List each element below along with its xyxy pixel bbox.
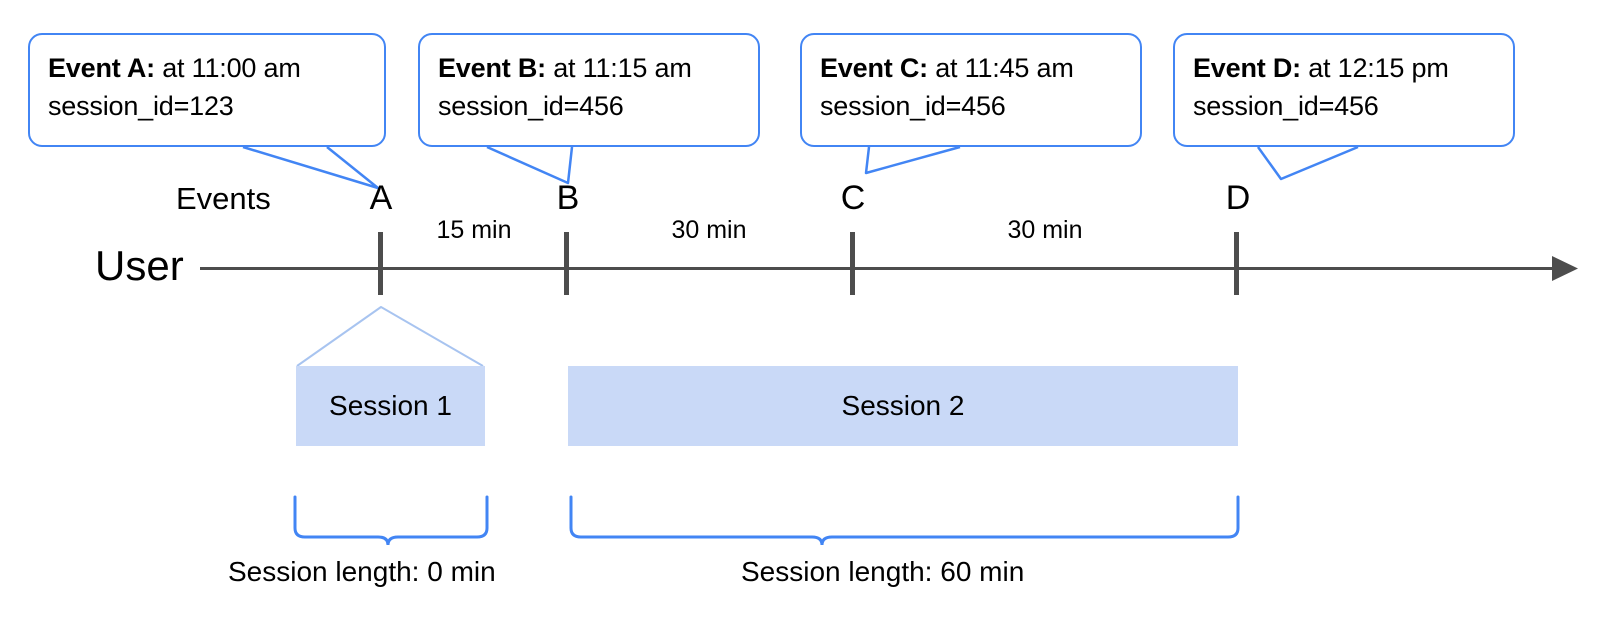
- event-letter-d: D: [1225, 179, 1251, 217]
- session-1-label: Session 1: [329, 390, 452, 421]
- callout-a-title: Event A:: [48, 53, 155, 83]
- event-tick-a: [378, 232, 383, 295]
- session-2-brace: [569, 495, 1240, 546]
- event-letter-c: C: [840, 179, 866, 217]
- gap-label-a-b: 15 min: [436, 216, 512, 244]
- callout-c-title: Event C:: [820, 53, 928, 83]
- callout-a-line2: session_id=123: [48, 91, 234, 121]
- callout-event-c: Event C: at 11:45 am session_id=456: [800, 33, 1142, 147]
- callout-a-time: at 11:00 am: [154, 53, 301, 83]
- callout-d-title: Event D:: [1193, 53, 1301, 83]
- session-1-connector: [296, 306, 484, 367]
- event-tick-c: [850, 232, 855, 295]
- timeline-axis: [200, 267, 1570, 270]
- event-letter-b: B: [556, 179, 580, 217]
- callout-tail-c: [864, 145, 961, 175]
- gap-label-c-d: 30 min: [1007, 216, 1083, 244]
- session-2-length-label: Session length: 60 min: [741, 556, 1025, 587]
- session-2-label: Session 2: [841, 390, 965, 421]
- callout-c-line2: session_id=456: [820, 91, 1006, 121]
- callout-c-line1: Event C: at 11:45 am: [820, 49, 1124, 87]
- callout-tail-b: [486, 145, 574, 185]
- events-lane-label: Events: [176, 181, 271, 216]
- user-lane-label: User: [95, 242, 184, 289]
- callout-b-line1: Event B: at 11:15 am: [438, 49, 742, 87]
- event-tick-d: [1234, 232, 1239, 295]
- session-1-length-label: Session length: 0 min: [228, 556, 496, 587]
- session-1-brace: [293, 495, 489, 546]
- callout-d-line1: Event D: at 12:15 pm: [1193, 49, 1497, 87]
- callout-c-time: at 11:45 am: [927, 53, 1074, 83]
- callout-d-time: at 12:15 pm: [1300, 53, 1449, 83]
- callout-event-d: Event D: at 12:15 pm session_id=456: [1173, 33, 1515, 147]
- event-tick-b: [564, 232, 569, 295]
- callout-tail-d: [1256, 145, 1359, 181]
- event-letter-a: A: [369, 179, 393, 217]
- callout-event-b: Event B: at 11:15 am session_id=456: [418, 33, 760, 147]
- callout-b-title: Event B:: [438, 53, 546, 83]
- callout-b-time: at 11:15 am: [545, 53, 692, 83]
- session-bar-2: Session 2: [568, 366, 1238, 446]
- gap-label-b-c: 30 min: [671, 216, 747, 244]
- callout-event-a: Event A: at 11:00 am session_id=123: [28, 33, 386, 147]
- callout-d-line2: session_id=456: [1193, 91, 1379, 121]
- callout-a-line1: Event A: at 11:00 am: [48, 49, 368, 87]
- session-bar-1: Session 1: [296, 366, 485, 446]
- callout-b-line2: session_id=456: [438, 91, 624, 121]
